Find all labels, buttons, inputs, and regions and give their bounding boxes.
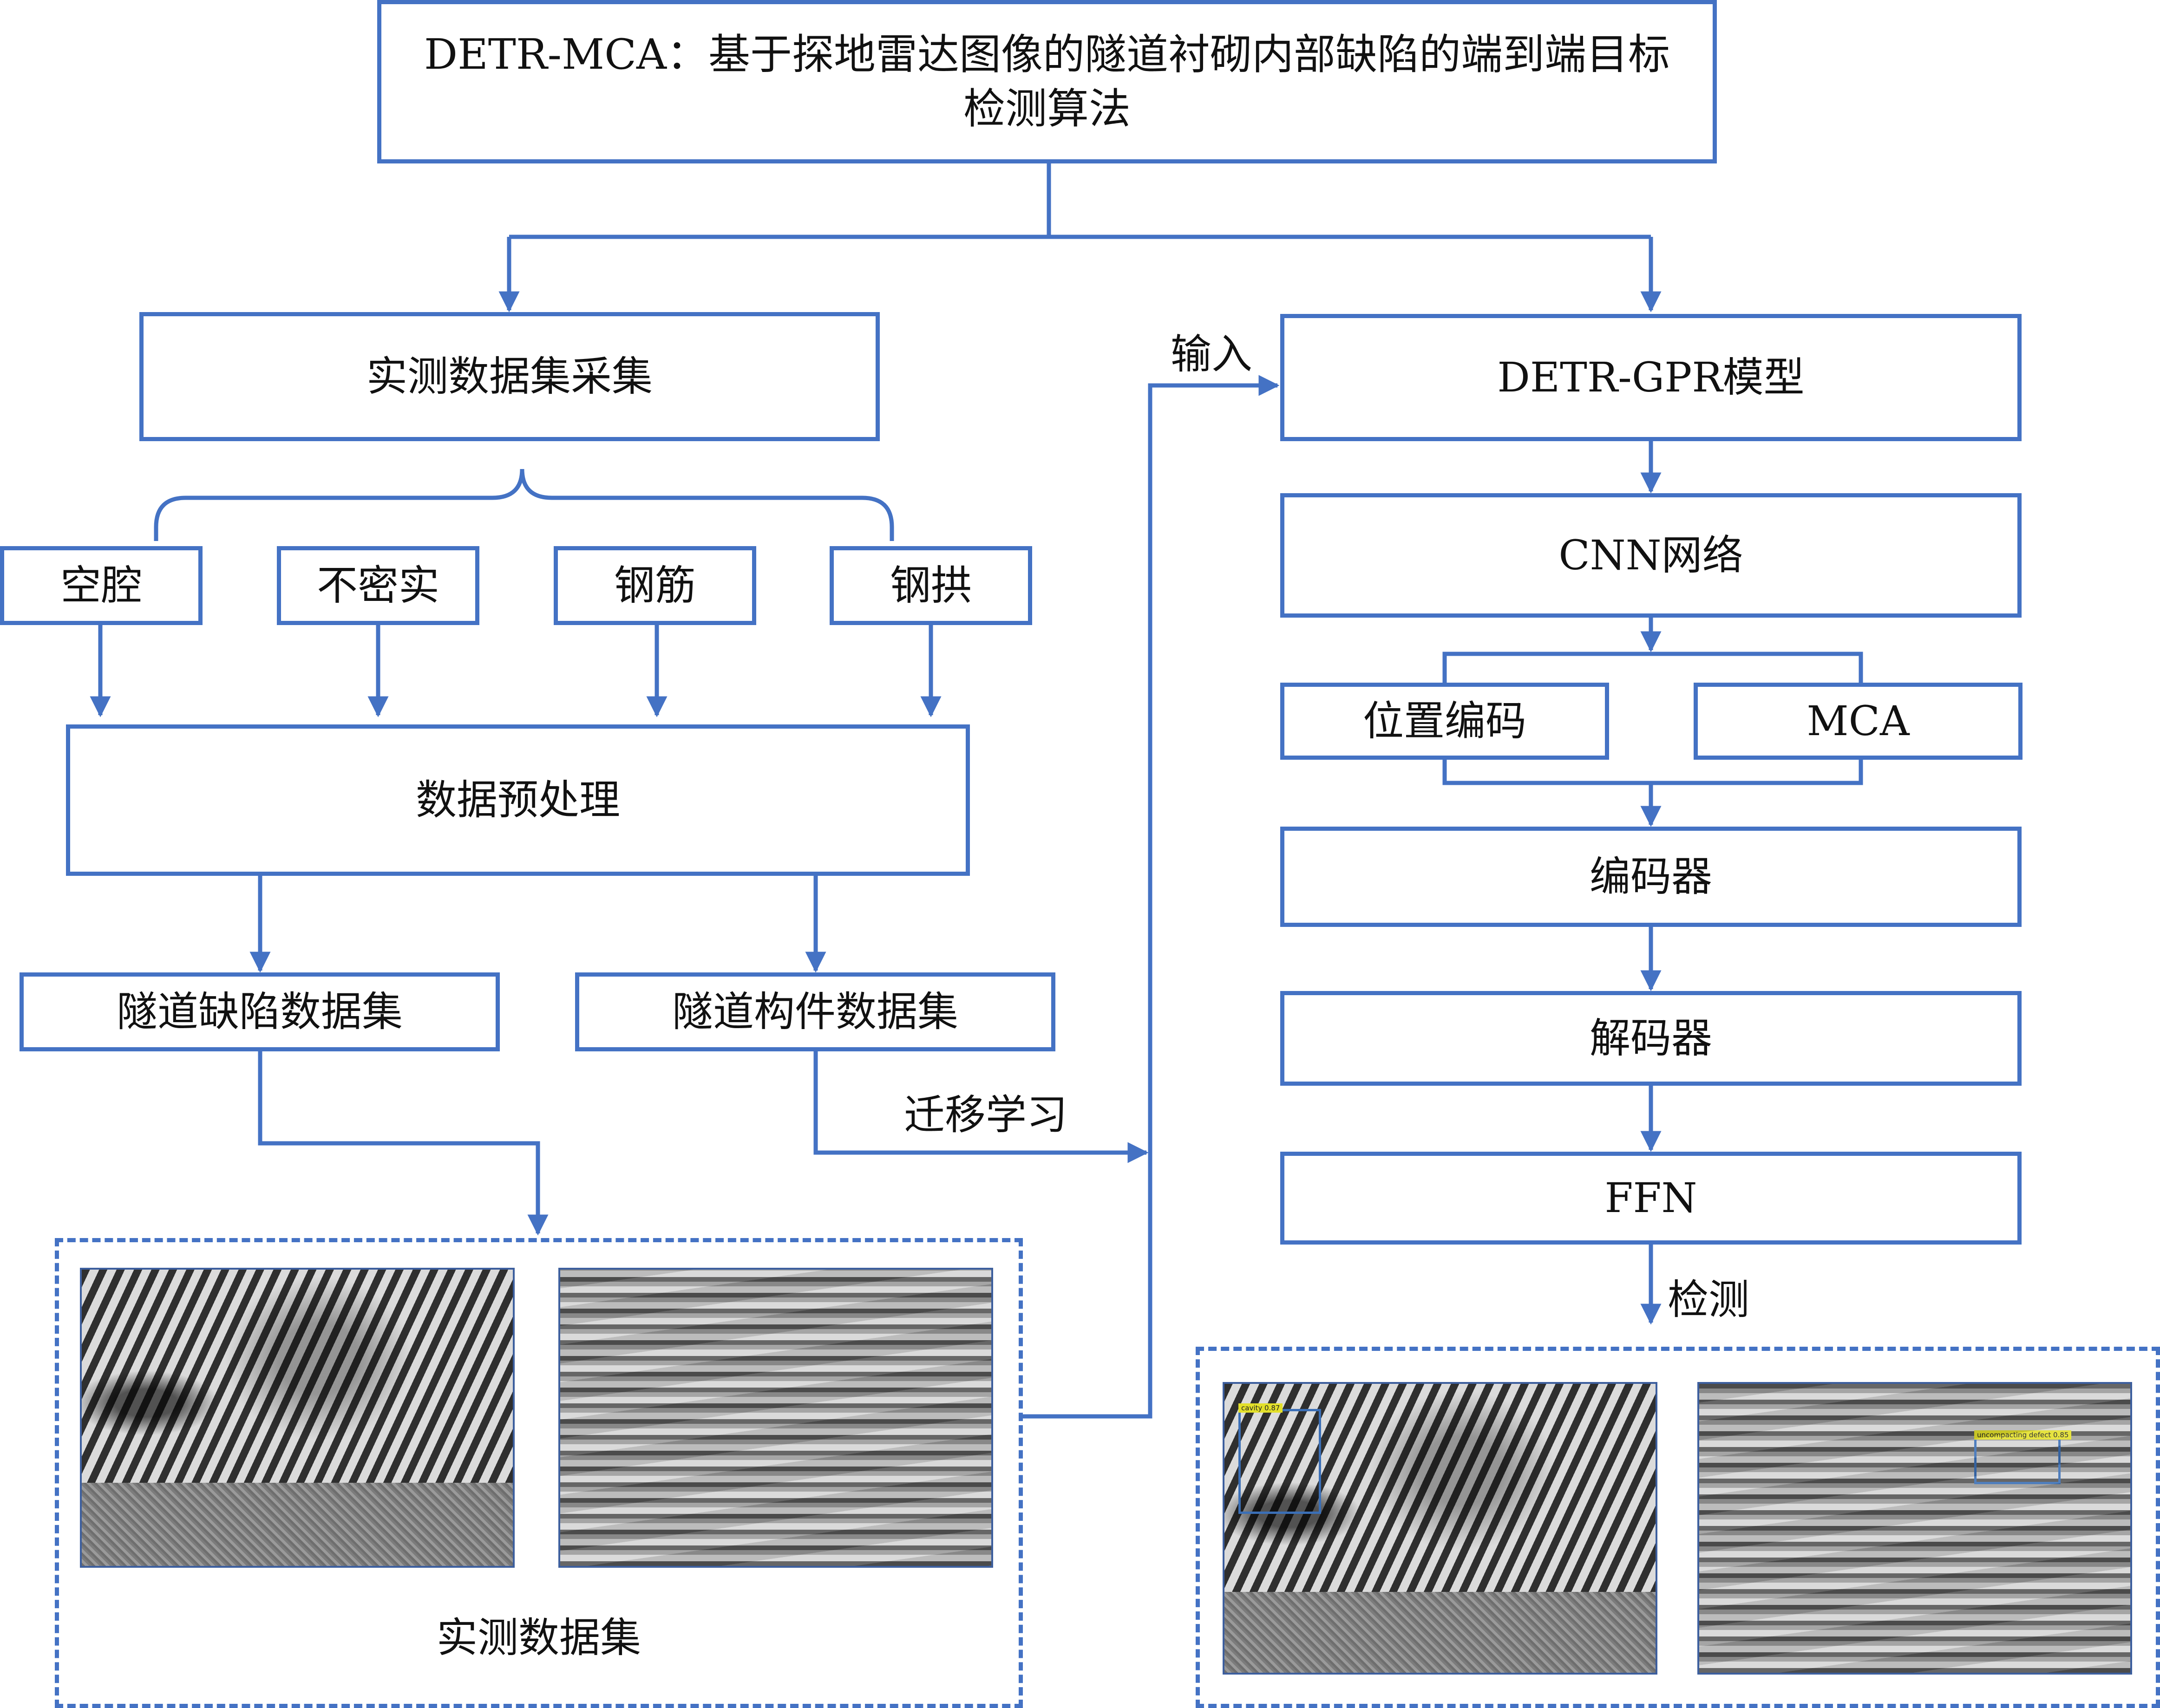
collection-box: 实测数据集采集: [139, 312, 880, 441]
category-steel-arch: 钢拱: [830, 546, 1032, 625]
measured-dataset-panel: [55, 1238, 1023, 1708]
collection-label: 实测数据集采集: [366, 352, 653, 400]
cavity-detection-label: cavity 0.87: [1238, 1403, 1283, 1413]
title-box: DETR-MCA：基于探地雷达图像的隧道衬砌内部缺陷的端到端目标检测算法: [377, 0, 1717, 163]
detect-label: 检测: [1668, 1276, 1750, 1323]
input-label: 输入: [1171, 330, 1253, 378]
pos-encoding-box: 位置编码: [1280, 683, 1609, 760]
category-uncompacted-label: 不密实: [316, 561, 439, 609]
transfer-learning-label: 迁移学习: [904, 1091, 1068, 1139]
category-brace: [154, 469, 894, 541]
uncompacted-score: 0.85: [2053, 1431, 2069, 1439]
category-rebar: 钢筋: [554, 546, 756, 625]
component-dataset-label: 隧道构件数据集: [672, 987, 958, 1036]
decoder-label: 解码器: [1589, 1014, 1712, 1062]
transfer-learning-arrow: [813, 1051, 1149, 1163]
cavity-score: 0.87: [1264, 1404, 1280, 1412]
cavity-class: cavity: [1241, 1404, 1263, 1412]
preprocess-label: 数据预处理: [415, 776, 620, 824]
gpr-result-cavity: cavity 0.87: [1223, 1382, 1657, 1675]
category-cavity-label: 空腔: [60, 561, 142, 609]
input-arrow: [1023, 375, 1280, 1419]
decoder-box: 解码器: [1280, 991, 2022, 1086]
encoder-label: 编码器: [1589, 852, 1712, 900]
component-dataset-box: 隧道构件数据集: [575, 972, 1055, 1051]
mca-label: MCA: [1807, 697, 1910, 745]
split-bracket-top: [1442, 652, 1863, 683]
cavity-detection-box: [1238, 1409, 1321, 1514]
measured-dataset-caption: 实测数据集: [436, 1614, 641, 1662]
gpr-result-uncompacted: uncompacting defect 0.85: [1697, 1382, 2132, 1675]
pos-encoding-label: 位置编码: [1362, 697, 1526, 745]
cnn-label: CNN网络: [1558, 531, 1743, 579]
cnn-box: CNN网络: [1280, 493, 2022, 618]
uncompacted-detection-label: uncompacting defect 0.85: [1974, 1430, 2072, 1440]
split-bracket-bottom: [1442, 760, 1863, 785]
defect-to-panel-arrow: [258, 1051, 549, 1236]
model-label: DETR-GPR模型: [1497, 353, 1805, 401]
ffn-label: FFN: [1604, 1173, 1697, 1222]
uncompacted-class: uncompacting defect: [1977, 1431, 2051, 1439]
category-cavity: 空腔: [0, 546, 203, 625]
category-rebar-label: 钢筋: [614, 561, 696, 609]
title-text: DETR-MCA：基于探地雷达图像的隧道衬砌内部缺陷的端到端目标检测算法: [424, 30, 1670, 133]
detection-results-panel: [1196, 1347, 2160, 1708]
defect-dataset-label: 隧道缺陷数据集: [116, 987, 403, 1036]
category-steel-arch-label: 钢拱: [890, 561, 972, 609]
ffn-box: FFN: [1280, 1152, 2022, 1245]
gpr-image-cavity: [80, 1268, 515, 1568]
encoder-box: 编码器: [1280, 827, 2022, 927]
category-uncompacted: 不密实: [277, 546, 479, 625]
mca-box: MCA: [1694, 683, 2023, 760]
uncompacted-detection-box: [1974, 1436, 2061, 1484]
gpr-image-uncompacted: [558, 1268, 993, 1568]
defect-dataset-box: 隧道缺陷数据集: [20, 972, 500, 1051]
preprocess-box: 数据预处理: [66, 724, 970, 876]
model-box: DETR-GPR模型: [1280, 314, 2022, 441]
